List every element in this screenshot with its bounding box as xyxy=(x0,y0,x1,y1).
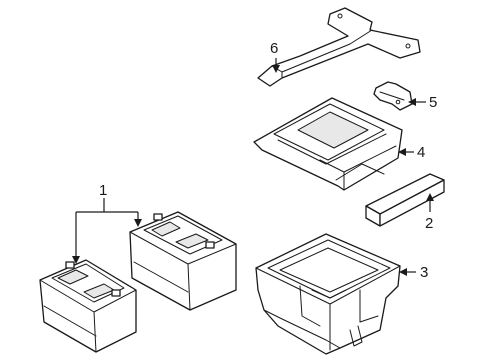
callout-3: 3 xyxy=(420,264,428,281)
callout-1: 1 xyxy=(99,182,107,199)
battery-tray xyxy=(255,233,401,355)
battery-cover xyxy=(253,97,403,191)
small-bracket xyxy=(373,81,413,111)
leader-1 xyxy=(72,198,142,264)
callout-2: 2 xyxy=(425,215,433,232)
leader-2 xyxy=(426,193,434,212)
leader-4 xyxy=(398,148,414,156)
spacer-strip xyxy=(365,173,445,227)
leader-6 xyxy=(272,58,280,73)
callout-5: 5 xyxy=(429,94,437,111)
leader-3 xyxy=(399,268,416,276)
leader-5 xyxy=(408,98,426,106)
hold-down-bracket xyxy=(257,7,421,87)
callout-6: 6 xyxy=(270,40,278,57)
battery-front xyxy=(39,259,137,353)
callout-4: 4 xyxy=(417,144,425,161)
battery-rear xyxy=(129,211,237,311)
